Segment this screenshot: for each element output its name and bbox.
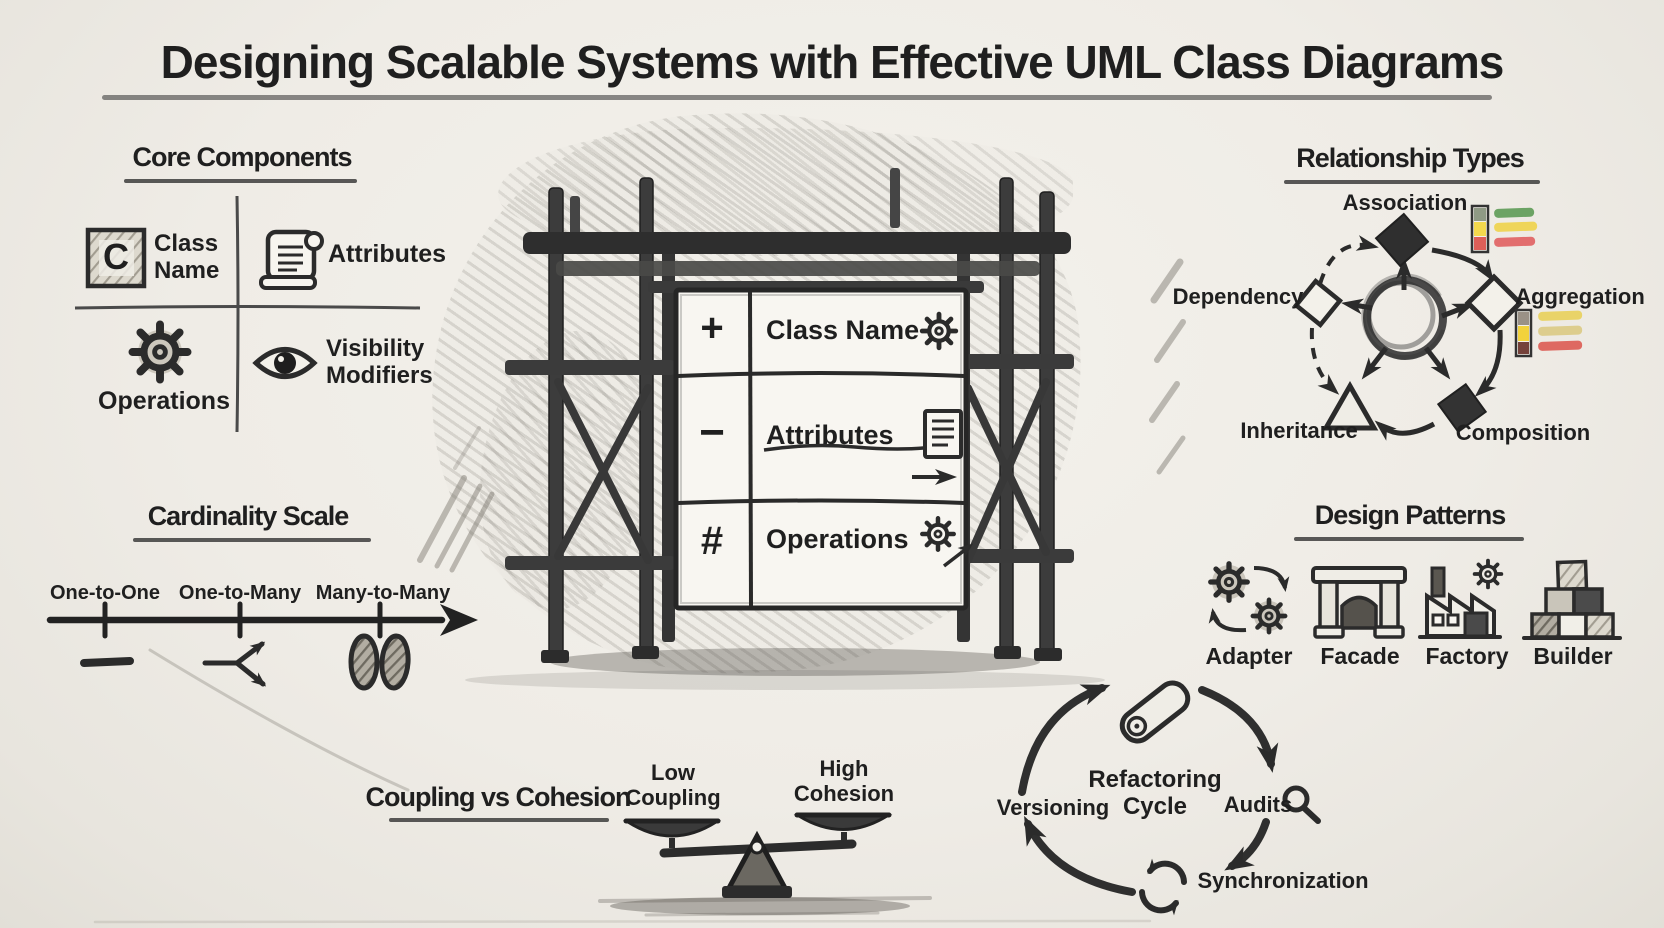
- heading-underline: [124, 179, 357, 183]
- cardinality-label: Many-to-Many: [315, 582, 451, 604]
- uml-class-panel: [673, 287, 974, 611]
- coupling-heading: Coupling vs Cohesion: [365, 782, 631, 812]
- panel-row-label: Attributes: [766, 420, 894, 450]
- gears-exchange-icon: [1211, 564, 1290, 632]
- panel-row-label: Class Name: [766, 315, 920, 345]
- pattern-label: Factory: [1425, 643, 1509, 669]
- heading-underline: [1294, 537, 1524, 541]
- right-pan: [793, 814, 893, 831]
- magnifier-icon: [1282, 785, 1321, 824]
- relationship-pentagon: [1292, 204, 1583, 441]
- title-underline: [102, 95, 1492, 100]
- visibility-symbol-private: −: [699, 408, 725, 457]
- refactoring-cycle-diagram: [1018, 680, 1321, 916]
- scroll-roll-icon: [1119, 680, 1191, 744]
- cycle-step-label: Synchronization: [1197, 868, 1369, 893]
- relationship-types-heading: Relationship Types: [1296, 143, 1525, 173]
- left-pan: [622, 820, 722, 838]
- page-title: Designing Scalable Systems with Effectiv…: [160, 36, 1505, 88]
- arch-building-icon: [1311, 566, 1407, 639]
- heading-underline: [1284, 180, 1540, 184]
- association-legend: [1470, 204, 1538, 254]
- node-label-dependency: Dependency: [1172, 284, 1304, 309]
- node-label-aggregation: Aggregation: [1515, 284, 1645, 309]
- inheritance-triangle: [1321, 380, 1379, 431]
- gear-icon: [132, 324, 187, 379]
- eye-icon: [252, 347, 318, 379]
- pattern-label: Adapter: [1205, 643, 1293, 669]
- core-item-label: Operations: [98, 387, 230, 415]
- heading-underline: [133, 538, 371, 542]
- refactoring-cycle-heading: Refactoring Cycle: [1088, 766, 1222, 821]
- pattern-label: Builder: [1533, 643, 1613, 669]
- design-patterns-heading: Design Patterns: [1314, 500, 1507, 530]
- many-to-many-icon: [348, 633, 411, 691]
- scaffolding-illustration: [465, 168, 1105, 690]
- pattern-label: Facade: [1320, 643, 1400, 669]
- core-components-grid: [74, 195, 421, 433]
- sync-icon: [1139, 858, 1187, 916]
- node-label-inheritance: Inheritance: [1240, 418, 1358, 443]
- blocks-icon: [1522, 559, 1622, 640]
- aggregation-legend: [1514, 308, 1583, 358]
- dependency-diamond: [1292, 277, 1344, 329]
- cardinality-heading: Cardinality Scale: [147, 501, 350, 531]
- visibility-symbol-public: +: [700, 306, 724, 350]
- cardinality-label: One-to-One: [50, 582, 160, 604]
- cycle-step-label: Versioning: [996, 795, 1110, 820]
- left-pan-label: Low Coupling: [625, 760, 721, 811]
- core-item-label: Attributes: [328, 240, 447, 268]
- class-box-glyph: C: [103, 236, 129, 277]
- node-label-association: Association: [1342, 190, 1468, 215]
- balance-scale: [598, 812, 932, 917]
- one-to-many-fork-icon: [202, 641, 267, 687]
- core-item-label: Visibility Modifiers: [326, 335, 433, 390]
- cardinality-axis: [46, 601, 478, 691]
- core-components-heading: Core Components: [132, 142, 352, 172]
- pencil-streaks: [93, 258, 1186, 924]
- attributes-underline: [763, 443, 935, 452]
- document-icon: [923, 409, 963, 459]
- cycle-step-label: Audits: [1223, 792, 1293, 817]
- node-label-composition: Composition: [1455, 420, 1591, 445]
- scroll-icon: [259, 229, 324, 290]
- cardinality-label: One-to-Many: [178, 582, 302, 604]
- one-to-one-icon: [80, 657, 134, 667]
- design-pattern-icons: [1211, 558, 1622, 640]
- heading-underline: [389, 818, 609, 822]
- right-pan-label: High Cohesion: [793, 756, 895, 807]
- aggregation-diamond: [1464, 273, 1524, 333]
- composition-diamond: [1436, 382, 1488, 434]
- core-item-label: Class Name: [154, 230, 220, 285]
- factory-icon: [1418, 558, 1504, 639]
- gear-arrow-icon: [922, 518, 974, 568]
- visibility-symbol-protected: #: [700, 519, 724, 563]
- association-diamond: [1374, 212, 1430, 268]
- panel-row-label: Operations: [766, 524, 909, 554]
